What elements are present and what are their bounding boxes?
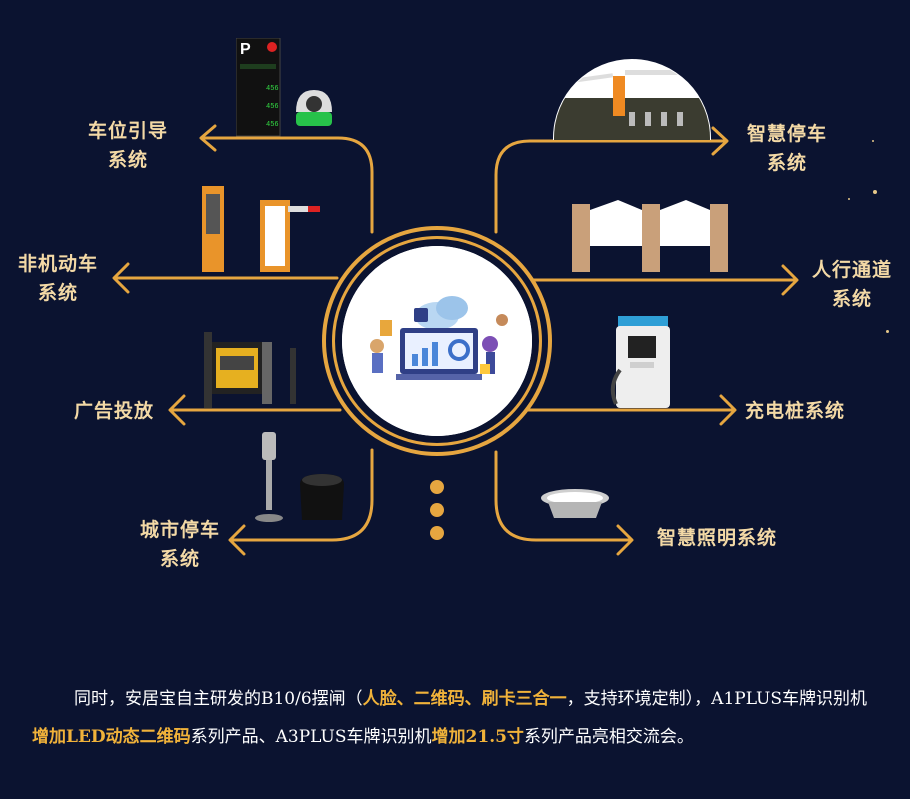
guidance-count-2: 456 [266,103,279,111]
connector-parking-guidance [201,136,374,234]
charging-pile-illustration [606,316,672,415]
smart-parking-illustration [553,36,711,217]
hub-illustration [342,246,532,436]
connector-lighting [494,450,632,542]
star-decoration [848,198,850,200]
connector-city-parking [230,448,374,542]
guidance-screen-illustration: P 456 456 456 [235,37,346,143]
star-decoration [872,140,874,142]
advertising-gate-illustration [198,326,308,415]
connector-lines [112,124,799,556]
connector-smart-parking [494,139,727,234]
label-city-parking: 城市停车系统 [139,519,220,570]
city-parking-illustration [250,428,350,533]
arrow-parking-guidance [199,124,217,152]
label-advertising: 广告投放 [73,400,154,422]
diagram: 车位引导系统 非机动车系统 广告投放 城市停车系统 智慧停车系统 人行通道系统 … [17,36,892,570]
star-decoration [873,190,877,194]
label-lighting: 智慧照明系统 [656,527,777,549]
lighting-illustration [538,484,612,529]
label-charging: 充电桩系统 [744,400,845,422]
non-motor-barrier-illustration [196,182,326,279]
label-non-motor: 非机动车系统 [17,253,98,304]
svg-text:P: P [240,41,251,58]
pedestrian-gate-illustration [568,196,738,281]
guidance-count-1: 456 [266,85,279,93]
center-hub [322,226,552,456]
label-smart-parking: 智慧停车系统 [746,123,827,174]
label-pedestrian: 人行通道系统 [811,259,892,310]
more-dots [430,480,444,549]
description-paragraph: 同时，安居宝自主研发的B10/6摆闸（人脸、二维码、刷卡三合一，支持环境定制），… [32,689,868,747]
guidance-count-3: 456 [266,121,279,129]
label-parking-guidance: 车位引导系统 [87,120,168,171]
star-decoration [886,330,889,333]
